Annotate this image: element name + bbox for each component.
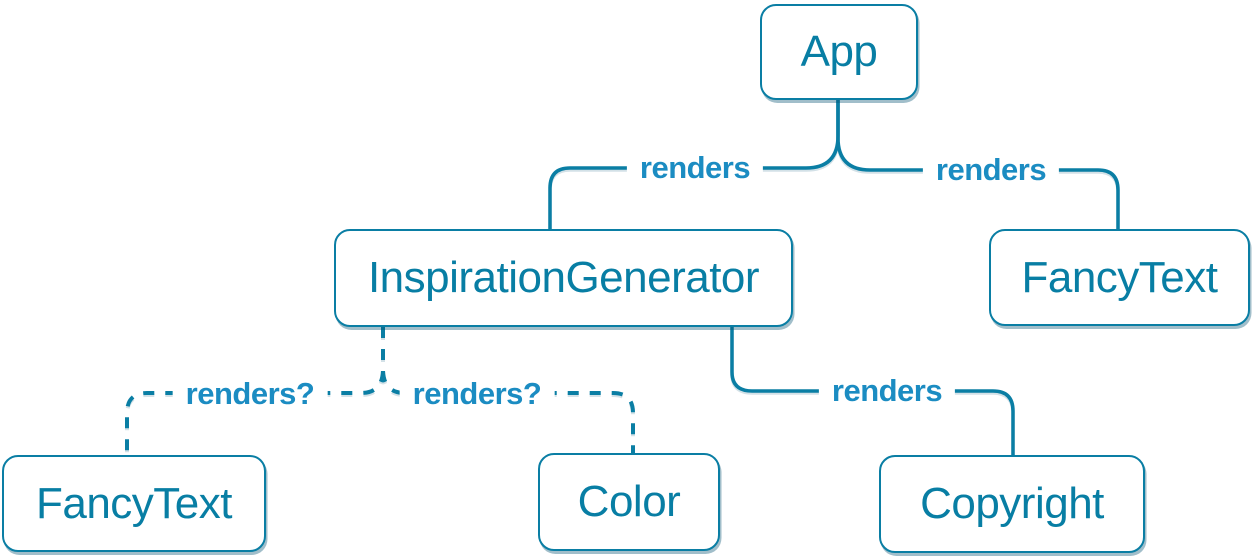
node-copyright-label: Copyright <box>920 479 1104 528</box>
node-inspiration-generator-label: InspirationGenerator <box>367 253 760 302</box>
edge-label-inspiration-generator-to-color: renders? <box>399 376 555 412</box>
node-fancy-text-bottom-label: FancyText <box>35 478 233 528</box>
node-inspiration-generator: InspirationGenerator <box>334 229 793 327</box>
edge-label-inspiration-generator-to-copyright: renders <box>818 373 956 409</box>
edge-label-inspiration-generator-to-fancy-text: renders? <box>172 376 328 412</box>
node-app-label: App <box>800 27 878 76</box>
node-app: App <box>760 4 918 100</box>
node-color-label: Color <box>577 477 681 526</box>
edge-label-app-to-inspiration-generator: renders <box>626 150 764 186</box>
node-color: Color <box>538 453 720 551</box>
node-fancy-text-top: FancyText <box>989 229 1250 326</box>
node-fancy-text-top-label: FancyText <box>1021 252 1218 302</box>
node-copyright: Copyright <box>879 455 1145 553</box>
edge-label-app-to-fancy-text: renders <box>922 152 1060 188</box>
node-fancy-text-bottom: FancyText <box>2 455 266 552</box>
